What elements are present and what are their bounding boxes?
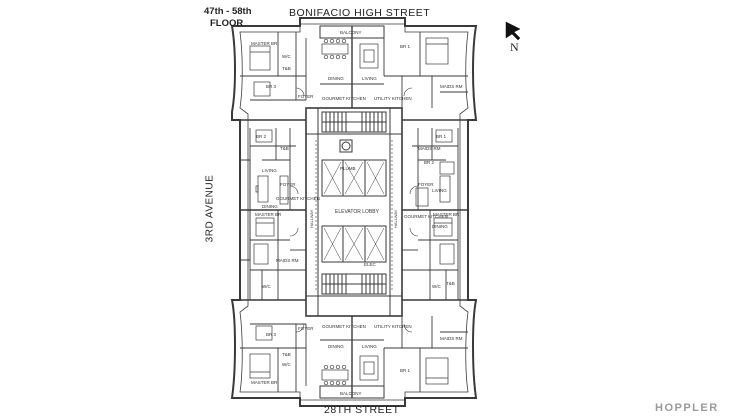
room-label-balcony-n: BALCONY bbox=[340, 30, 362, 35]
room-label-master-br-s: MASTER BR bbox=[251, 380, 278, 385]
room-label-master-br-e: MASTER BR bbox=[433, 212, 460, 217]
room-label-br1-s: BR 1 bbox=[400, 368, 411, 373]
room-label-hallway-e: HALLWAY bbox=[393, 209, 398, 228]
room-label-tb-e: T&B bbox=[446, 281, 455, 286]
room-label-br1-n: BR 1 bbox=[400, 44, 411, 49]
room-label-wic-n: W/C bbox=[282, 54, 291, 59]
compass-north-label: N bbox=[510, 40, 519, 54]
room-label-maids-rm-w: MAIDS RM bbox=[276, 258, 299, 263]
room-label-balcony-s: BALCONY bbox=[340, 391, 362, 396]
room-label-maids-rm-s: MAIDS RM bbox=[440, 336, 463, 341]
room-label-gourmet-kitchen-e: GOURMET KITCHEN bbox=[404, 214, 448, 219]
room-label-plumb: PLUMB bbox=[340, 166, 356, 171]
floor-range-label: 47th - 58th FLOOR bbox=[204, 6, 252, 30]
room-label-hallway-w: HALLWAY bbox=[309, 209, 314, 228]
room-label-tb-n: T&B bbox=[282, 66, 291, 71]
watermark-logo: HOPPLER bbox=[655, 402, 719, 414]
room-label-living-w: LIVING bbox=[262, 168, 277, 173]
room-label-master-br-n: MASTER BR bbox=[251, 41, 278, 46]
balcony-south bbox=[319, 385, 385, 399]
room-label-br3-n: BR 3 bbox=[266, 84, 277, 89]
room-label-foyer-s: FOYER bbox=[298, 326, 314, 331]
room-label-gourmet-kitchen-w: GOURMET KITCHEN bbox=[276, 196, 320, 201]
room-label-foyer-n: FOYER bbox=[298, 94, 314, 99]
room-label-dining-n: DINING bbox=[328, 76, 344, 81]
room-label-gourmet-kitchen-n: GOURMET KITCHEN bbox=[322, 96, 366, 101]
room-label-tb-w: T&B bbox=[280, 146, 289, 151]
room-label-br1-e: BR 1 bbox=[436, 134, 447, 139]
elevator-bank-upper bbox=[321, 159, 387, 197]
room-label-dining-s: DINING bbox=[328, 344, 344, 349]
room-label-living-n: LIVING bbox=[362, 76, 377, 81]
room-label-elevator-lobby: ELEVATOR LOBBY bbox=[335, 209, 380, 215]
room-label-gourmet-kitchen-s: GOURMET KITCHEN bbox=[322, 324, 366, 329]
stair-bottom bbox=[321, 273, 387, 295]
room-label-maids-rm-n: MAIDS RM bbox=[440, 84, 463, 89]
room-label-br3-s: BR 3 bbox=[266, 332, 277, 337]
room-label-br2-e: BR 2 bbox=[424, 160, 435, 165]
street-label-north: BONIFACIO HIGH STREET bbox=[289, 7, 431, 19]
room-label-wic-e: W/C bbox=[432, 284, 441, 289]
room-label-tb-s: T&B bbox=[282, 352, 291, 357]
street-label-south: 28TH STREET bbox=[324, 404, 400, 416]
building-outline bbox=[230, 17, 478, 407]
room-label-wic-w: W/C bbox=[262, 284, 271, 289]
stair-top bbox=[321, 111, 387, 133]
room-label-master-br-w: MASTER BR bbox=[255, 212, 282, 217]
floor-word-text: FLOOR bbox=[210, 18, 244, 29]
room-label-living-s: LIVING bbox=[362, 344, 377, 349]
room-label-maids-rm-e: MAIDS RM bbox=[418, 146, 441, 151]
room-label-foyer-e: FOYER bbox=[418, 182, 434, 187]
north-arrow-icon bbox=[505, 21, 521, 41]
room-label-wic-s: W/C bbox=[282, 362, 291, 367]
core bbox=[305, 107, 403, 317]
room-label-elec: ELEC bbox=[364, 262, 377, 267]
room-label-foyer-w: FOYER bbox=[280, 182, 296, 187]
street-label-west: 3RD AVENUE bbox=[204, 174, 216, 243]
room-label-utility-kitchen-n: UTILITY KITCHEN bbox=[374, 96, 412, 101]
room-label-br2-w: BR 2 bbox=[256, 134, 267, 139]
floor-range-text: 47th - 58th bbox=[204, 6, 252, 17]
room-label-living-e: LIVING bbox=[432, 188, 447, 193]
room-label-dining-e: DINING bbox=[432, 224, 448, 229]
room-label-dining-w: DINING bbox=[262, 204, 278, 209]
elevator-bank-lower bbox=[321, 225, 387, 263]
room-label-utility-kitchen-s: UTILITY KITCHEN bbox=[374, 324, 412, 329]
balcony-north bbox=[319, 25, 385, 39]
